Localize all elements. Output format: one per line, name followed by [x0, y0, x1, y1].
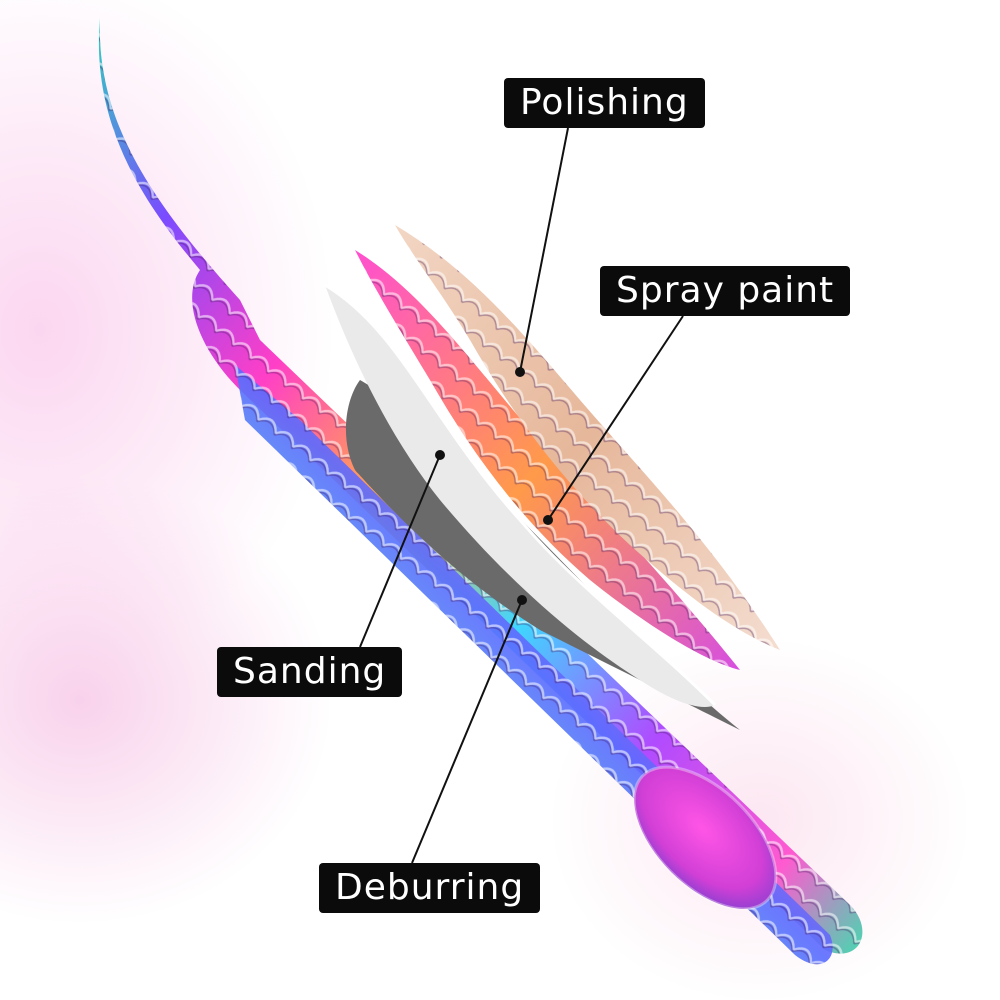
callout-spray-paint [543, 315, 684, 525]
sanding-layer [324, 283, 717, 708]
spray-paint-label: Spray paint [600, 266, 851, 316]
callout-deburring [411, 595, 527, 864]
sanding-label: Sanding [217, 647, 403, 697]
tweezer-main-body [98, 18, 863, 965]
deburring-label: Deburring [319, 863, 541, 913]
spray-paint-layer [355, 250, 740, 670]
polishing-label: Polishing [504, 78, 705, 128]
callout-sanding [359, 450, 445, 648]
callout-polishing [515, 127, 569, 377]
polishing-layer [395, 225, 780, 650]
